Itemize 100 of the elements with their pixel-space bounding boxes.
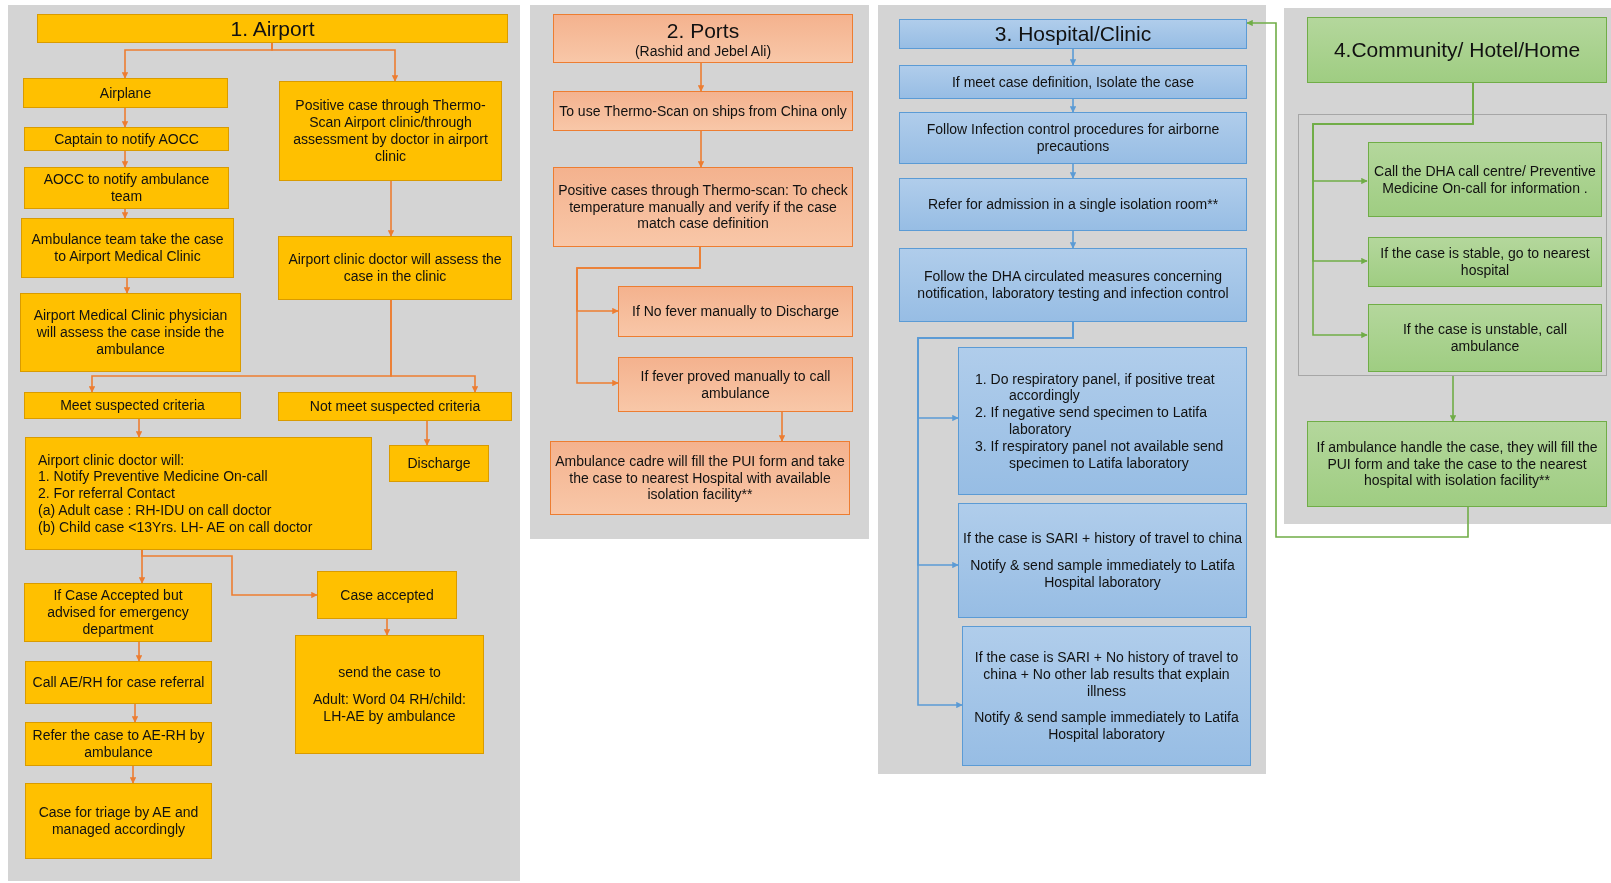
process-box — [1368, 142, 1602, 217]
box-text: Positive case through Thermo-Scan Airport clinic/through assessment by doctor in airport clinic — [292, 97, 489, 165]
arrow — [135, 641, 143, 662]
section-panel — [8, 5, 520, 881]
box-text: Notify & send sample immediately to Latifa Hospital laboratory — [973, 709, 1240, 743]
arrow — [1449, 375, 1457, 422]
process-box — [958, 503, 1247, 618]
box-text: Ambulance team take the case to Airport Medical Clinic — [30, 231, 225, 265]
box-text: Follow Infection control procedures for airborne precautions — [925, 121, 1221, 155]
process-box — [295, 635, 484, 754]
box-text: Case for triage by AE and managed accordingly — [37, 804, 200, 838]
arrow — [423, 420, 431, 446]
box-text: Follow the DHA circulated measures concerning notification, laboratory testing and infection control — [916, 268, 1230, 302]
section-panel — [878, 5, 1266, 774]
arrow — [1246, 19, 1469, 538]
box-text: If the case is SARI + history of travel to china — [963, 530, 1242, 548]
box-text: send the case to — [338, 664, 441, 682]
box-text: If Case Accepted but advised for emergency department — [46, 587, 190, 638]
process-box — [20, 293, 241, 372]
process-box — [553, 167, 853, 247]
process-box — [24, 167, 229, 209]
box-text: If the case is stable, go to nearest hospital — [1379, 245, 1591, 279]
box-text: Airport Medical Clinic physician will assess the case inside the ambulance — [32, 307, 229, 358]
box-text: (b) Child case <13Yrs. LH- AE on call doctor — [38, 518, 313, 536]
arrow — [778, 411, 786, 442]
box-text: Airport clinic doctor will: — [38, 451, 185, 469]
box-text: 1. Notify Preventive Medicine On-call — [38, 468, 268, 486]
header-box — [899, 19, 1247, 49]
process-box — [1368, 304, 1602, 372]
arrow — [121, 107, 129, 128]
process-box — [24, 392, 241, 419]
arrow — [121, 208, 129, 219]
box-text: Positive cases through Thermo-scan: To check temperature manually and verify if the case match case definition — [558, 181, 848, 233]
box-text: (a) Adult case : RH-IDU on call doctor — [38, 501, 272, 519]
process-box — [550, 441, 850, 515]
arrow — [1069, 48, 1077, 66]
arrow — [1069, 163, 1077, 179]
arrow — [135, 418, 143, 438]
process-box — [618, 357, 853, 412]
process-box — [25, 437, 372, 550]
box-text: Not meet suspected criteria — [309, 398, 481, 415]
group-box — [1298, 114, 1607, 376]
box-text: (Rashid and Jebel Ali) — [634, 42, 772, 60]
box-text: AOCC to notify ambulance team — [42, 171, 211, 205]
box-text: Ambulance cadre will fill the PUI form and take the case to nearest Hospital with available isolation facility** — [555, 452, 845, 504]
box-text: Airport clinic doctor will assess the case in the clinic — [287, 251, 503, 285]
box-text: Notify & send sample immediately to Latifa Hospital laboratory — [969, 557, 1236, 591]
arrow — [697, 130, 705, 168]
arrow — [697, 62, 705, 92]
box-text: Case accepted — [340, 586, 434, 604]
arrow — [383, 618, 391, 636]
arrow — [121, 150, 129, 168]
process-box — [25, 661, 212, 704]
arrow — [141, 549, 318, 599]
process-box — [278, 236, 512, 300]
process-box — [1307, 421, 1607, 507]
header-box — [37, 14, 508, 43]
box-text: If fever proved manually to call ambulance — [639, 367, 832, 402]
process-box — [278, 392, 512, 421]
box-text: Call the DHA call centre/ Preventive Medicine On-call for information . — [1373, 162, 1597, 197]
arrow — [390, 299, 479, 393]
process-box — [23, 78, 228, 108]
box-text: 2. If negative send specimen to Latifa laboratory — [974, 404, 1208, 438]
header-text: 4.Community/ Hotel/Home — [1333, 37, 1581, 63]
box-text: If meet case definition, Isolate the case — [952, 73, 1194, 91]
header-box — [1307, 17, 1607, 83]
arrow — [271, 42, 399, 82]
box-text: Captain to notify AOCC — [54, 130, 199, 148]
process-box — [553, 91, 853, 131]
process-box — [1368, 237, 1602, 287]
header-text: 1. Airport — [230, 15, 315, 42]
box-text: 2. For referral Contact — [38, 485, 175, 502]
process-box — [958, 347, 1247, 495]
process-box — [899, 178, 1247, 231]
box-text: 3. If respiratory panel not available send specimen to Latifa laboratory — [974, 437, 1225, 472]
process-box — [24, 127, 229, 151]
arrow — [387, 180, 395, 237]
box-text: Call AE/RH for case referral — [32, 674, 205, 691]
process-box — [21, 218, 234, 278]
process-box — [899, 65, 1247, 99]
arrow — [129, 765, 137, 784]
arrow — [131, 703, 139, 723]
header-text: 3. Hospital/Clinic — [994, 21, 1152, 47]
box-text: Adult: Word 04 RH/child: LH-AE by ambulance — [312, 691, 467, 725]
box-text: If No fever manually to Discharge — [632, 303, 839, 320]
process-box — [24, 583, 212, 642]
process-box — [279, 81, 502, 181]
box-text: Refer for admission in a single isolation room** — [927, 196, 1219, 213]
process-box — [618, 286, 853, 337]
box-text: If the case is unstable, call ambulance — [1401, 321, 1569, 355]
process-box — [25, 783, 212, 859]
process-box — [553, 14, 853, 63]
process-box — [25, 722, 212, 766]
process-box — [317, 571, 457, 619]
box-text: 2. Ports — [666, 17, 740, 43]
section-panel — [530, 5, 869, 539]
box-text: Discharge — [407, 455, 471, 472]
arrow — [576, 246, 701, 387]
box-text: 1. Do respiratory panel, if positive treat accordingly — [974, 370, 1216, 405]
section-panel — [1284, 8, 1611, 524]
